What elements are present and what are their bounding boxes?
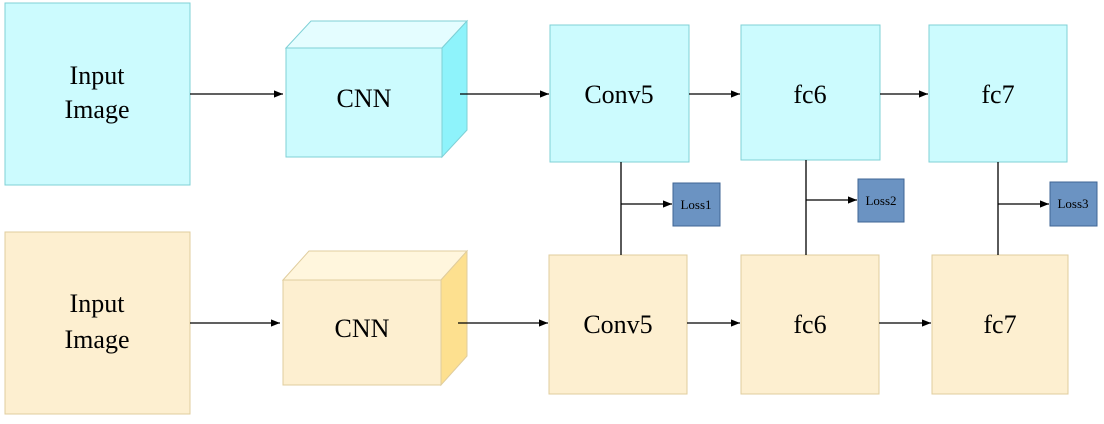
loss2-label: Loss2 — [865, 193, 896, 208]
bottom-input-line2: Image — [65, 325, 130, 354]
bottom-fc6-box — [740, 254, 880, 395]
top-fc7-label: fc7 — [981, 80, 1014, 109]
top-cnn-cube-top — [284, 20, 469, 49]
loss3-box — [1049, 181, 1098, 227]
top-conv5-box — [549, 24, 690, 163]
loss1-box — [672, 182, 721, 227]
loss3-label: Loss3 — [1057, 196, 1088, 211]
bottom-branch: Input Image CNN Conv5 fc6 fc7 — [4, 231, 1069, 415]
bottom-fc7-box — [931, 254, 1069, 395]
top-input-line1: Input — [70, 61, 126, 90]
bottom-input-image-box — [4, 231, 191, 415]
bottom-cnn-cube-top — [281, 250, 469, 281]
bottom-cnn-label: CNN — [335, 314, 390, 343]
top-input-line2: Image — [65, 95, 130, 124]
bottom-conv5-label: Conv5 — [583, 310, 652, 339]
bottom-cnn-cube: CNN — [281, 249, 469, 387]
bottom-fc6-label: fc6 — [793, 310, 826, 339]
top-branch: Input Image CNN Conv5 fc6 fc7 — [4, 2, 1068, 186]
loss2-box — [857, 178, 905, 223]
bottom-input-line1: Input — [70, 289, 126, 318]
top-conv5-label: Conv5 — [584, 80, 653, 109]
top-fc6-box — [740, 24, 881, 161]
top-fc6-label: fc6 — [793, 80, 826, 109]
top-input-image-box — [4, 2, 191, 186]
loss1-label: Loss1 — [680, 197, 711, 212]
loss-connections: Loss1 Loss2 Loss3 — [620, 160, 1098, 255]
bottom-fc7-label: fc7 — [983, 310, 1016, 339]
bottom-cnn-cube-front — [282, 279, 442, 386]
top-fc7-box — [928, 24, 1068, 163]
bottom-conv5-box — [548, 254, 688, 395]
top-cnn-cube: CNN — [284, 19, 469, 159]
top-cnn-cube-front — [285, 47, 443, 158]
top-cnn-label: CNN — [337, 84, 392, 113]
